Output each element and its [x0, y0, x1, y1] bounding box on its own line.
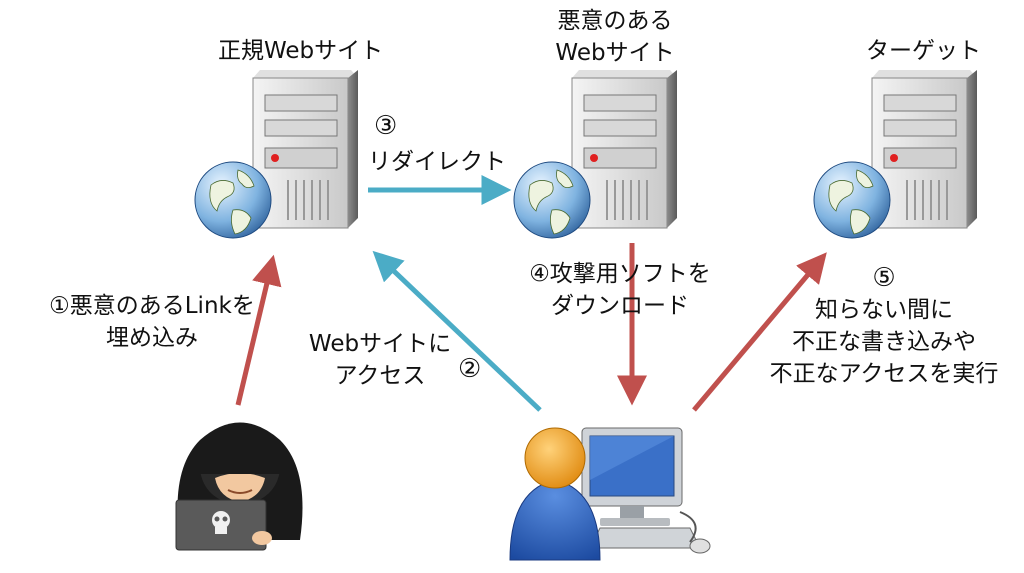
arrow-step1 — [235, 254, 282, 406]
step3-number: ③ — [374, 111, 398, 141]
step2-label: Webサイトに アクセス — [300, 328, 460, 392]
arrow-step2 — [372, 250, 542, 412]
step2-number: ② — [458, 354, 482, 384]
malicious-site-title-line1: 悪意のある — [557, 8, 673, 34]
target-title: ターゲット — [866, 38, 981, 64]
legit-server-icon — [194, 70, 358, 239]
user-pc-icon — [509, 427, 711, 561]
step5-line3: 不正なアクセスを実行 — [769, 361, 999, 387]
step4-line1: ④攻撃用ソフトを — [529, 261, 711, 287]
step5-number: ⑤ — [872, 263, 896, 293]
malicious-site-title-line2: Webサイト — [555, 40, 675, 66]
legit-site-title: 正規Webサイト — [218, 38, 384, 64]
hacker-icon — [175, 422, 303, 551]
step5-line1: 知らない間に — [815, 297, 953, 323]
step3-label: リダイレクト — [368, 149, 506, 175]
step1-label: ①悪意のあるLinkを 埋め込み — [12, 290, 292, 354]
step4-label: ④攻撃用ソフトを ダウンロード — [500, 258, 740, 322]
step4-line2: ダウンロード — [551, 293, 689, 319]
step1-line2: 埋め込み — [106, 325, 198, 351]
step5-label: ⑤ 知らない間に 不正な書き込みや 不正なアクセスを実行 — [748, 262, 1020, 390]
step2-line2: アクセス — [334, 363, 426, 389]
malicious-server-icon — [513, 70, 677, 239]
arrow-step5 — [692, 252, 827, 412]
step1-line1: ①悪意のあるLinkを — [49, 293, 255, 319]
malicious-site-title: 悪意のある Webサイト — [540, 5, 690, 69]
step2-line1: Webサイトに — [308, 331, 452, 357]
step5-line2: 不正な書き込みや — [792, 329, 976, 355]
target-server-icon — [813, 70, 977, 239]
